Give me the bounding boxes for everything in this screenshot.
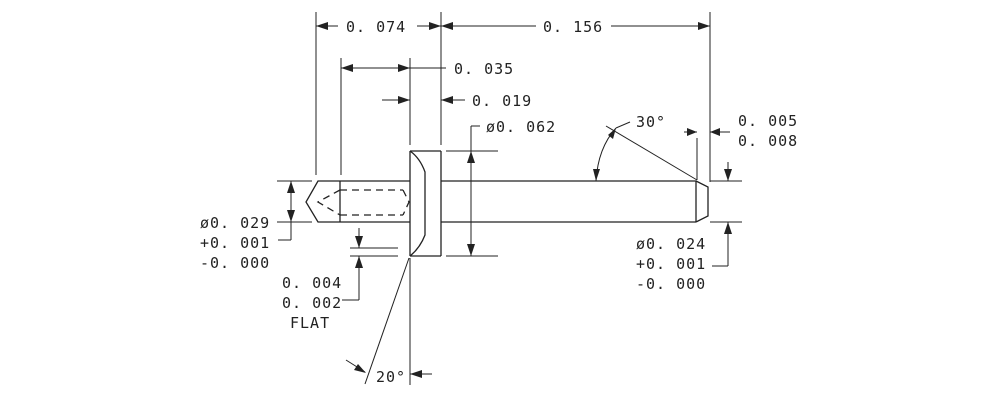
dim-text-chamfer-angle: 30° bbox=[636, 113, 666, 131]
dim-text-right-tol-minus: -0. 000 bbox=[636, 275, 706, 293]
dim-head-diameter: ø0. 062 bbox=[467, 118, 556, 256]
dim-head-to-shoulder: 0. 035 bbox=[341, 60, 514, 78]
head-flange bbox=[409, 150, 442, 257]
dim-text-underhead-angle: 20° bbox=[376, 368, 406, 386]
dim-text-left-tol-minus: -0. 000 bbox=[200, 254, 270, 272]
dim-left-diameter: ø0. 029 +0. 001 -0. 000 bbox=[200, 181, 295, 272]
dim-overall-left: 0. 074 bbox=[316, 18, 441, 36]
part-outline bbox=[305, 150, 709, 257]
dim-chamfer-angle: 30° bbox=[593, 113, 698, 182]
dim-text-overall-right: 0. 156 bbox=[543, 18, 603, 36]
dim-chamfer-length: 0. 005 0. 008 bbox=[684, 112, 798, 150]
dim-text-right-tol-plus: +0. 001 bbox=[636, 255, 706, 273]
dim-text-chamfer-min: 0. 005 bbox=[738, 112, 798, 130]
dim-text-head-to-shoulder: 0. 035 bbox=[454, 60, 514, 78]
dim-text-chamfer-max: 0. 008 bbox=[738, 132, 798, 150]
dim-overall-right: 0. 156 bbox=[441, 18, 710, 36]
extension-lines bbox=[277, 12, 742, 385]
dim-text-flat-max: 0. 004 bbox=[282, 274, 342, 292]
dim-right-diameter: ø0. 024 +0. 001 -0. 000 bbox=[636, 162, 732, 293]
right-pin bbox=[441, 180, 709, 223]
dim-underhead-angle: 20° bbox=[345, 257, 432, 386]
dim-text-head-diameter: ø0. 062 bbox=[486, 118, 556, 136]
dim-text-flat-min: 0. 002 bbox=[282, 294, 342, 312]
dim-text-left-tol-plus: +0. 001 bbox=[200, 234, 270, 252]
dim-head-thickness: 0. 019 bbox=[382, 92, 532, 110]
nose-outline bbox=[305, 180, 340, 223]
dim-text-flat-label: FLAT bbox=[290, 314, 330, 332]
dim-text-right-diameter: ø0. 024 bbox=[636, 235, 706, 253]
dim-text-head-thickness: 0. 019 bbox=[472, 92, 532, 110]
dim-flat: 0. 004 0. 002 FLAT bbox=[282, 228, 363, 332]
dim-text-overall-left: 0. 074 bbox=[346, 18, 406, 36]
dim-text-left-diameter: ø0. 029 bbox=[200, 214, 270, 232]
hidden-bore bbox=[316, 189, 410, 216]
